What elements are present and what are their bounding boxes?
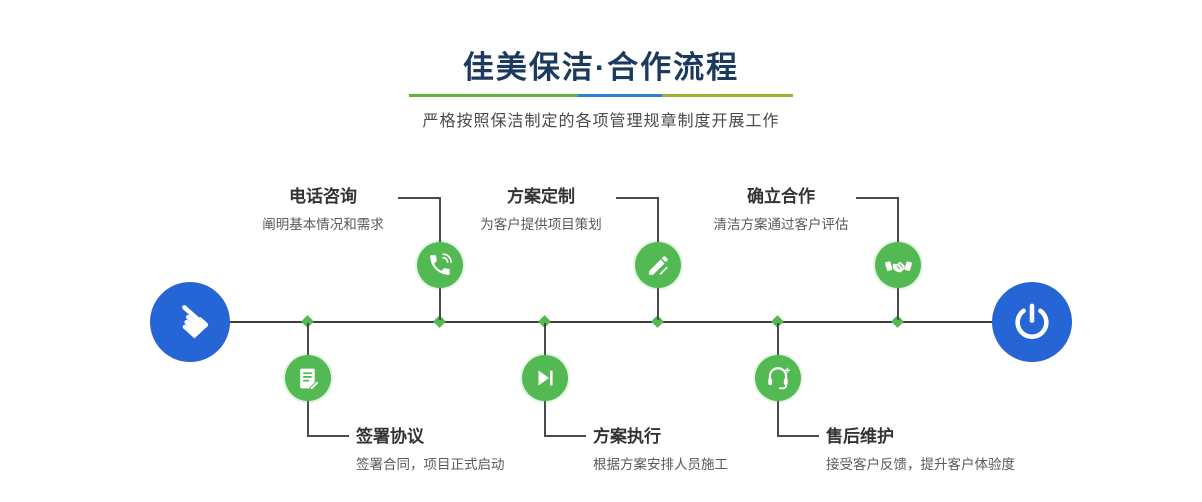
step-title: 签署协议 <box>356 427 424 446</box>
phone-icon <box>430 253 452 275</box>
step-description: 签署合同，项目正式启动 <box>356 457 505 472</box>
connector-line <box>439 197 441 243</box>
play-icon <box>538 370 553 386</box>
title-divider <box>409 94 793 97</box>
step-circle-contract <box>285 355 331 401</box>
step-phone: 电话咨询 阐明基本情况和需求 <box>248 186 398 234</box>
connector-line <box>657 287 659 320</box>
timeline-start-badge: ☚ <box>150 282 230 362</box>
step-title: 电话咨询 <box>289 187 357 206</box>
step-description: 接受客户反馈，提升客户体验度 <box>826 457 1015 472</box>
connector-line <box>307 323 309 356</box>
connector-line <box>856 197 897 199</box>
page-subtitle: 严格按照保洁制定的各项管理规章制度开展工作 <box>422 113 780 130</box>
step-plan: 方案定制 为客户提供项目策划 <box>466 186 616 234</box>
contract-icon <box>299 368 320 390</box>
connector-line <box>307 435 349 437</box>
step-execute: 方案执行 根据方案安排人员施工 <box>593 426 843 474</box>
connector-line <box>777 323 779 356</box>
step-circle-phone <box>417 242 463 288</box>
connector-line <box>398 197 439 199</box>
step-description: 根据方案安排人员施工 <box>593 457 728 472</box>
step-description: 为客户提供项目策划 <box>480 217 602 232</box>
connector-line <box>897 287 899 320</box>
divider-segment-olive <box>662 94 793 97</box>
timeline-line <box>190 321 1032 323</box>
step-title: 售后维护 <box>826 427 894 446</box>
connector-line <box>897 197 899 243</box>
step-contract: 签署协议 签署合同，项目正式启动 <box>356 426 606 474</box>
connector-line <box>777 435 819 437</box>
divider-segment-blue <box>577 94 663 97</box>
pencil-icon <box>648 255 668 275</box>
connector-line <box>544 399 546 436</box>
handshake-icon <box>884 260 912 272</box>
step-circle-cooperate <box>875 242 921 288</box>
step-circle-plan <box>635 242 681 288</box>
connector-line <box>616 197 657 199</box>
step-circle-support <box>755 355 801 401</box>
step-cooperate: 确立合作 清洁方案通过客户评估 <box>706 186 856 234</box>
connector-line <box>657 197 659 243</box>
page-title: 佳美保洁·合作流程 <box>462 50 740 85</box>
step-description: 阐明基本情况和需求 <box>262 217 384 232</box>
divider-segment-green <box>409 94 578 97</box>
headset-icon <box>768 367 791 390</box>
connector-line <box>307 399 309 436</box>
step-circle-execute <box>522 355 568 401</box>
step-title: 确立合作 <box>747 187 815 206</box>
step-description: 清洁方案通过客户评估 <box>713 217 849 232</box>
timeline-end-badge <box>992 282 1072 362</box>
connector-line <box>777 399 779 436</box>
connector-line <box>544 323 546 356</box>
connector-line <box>544 435 586 437</box>
step-title: 方案执行 <box>593 427 661 446</box>
pointing-hand-icon: ☚ <box>159 290 222 354</box>
step-support: 售后维护 接受客户反馈，提升客户体验度 <box>826 426 1076 474</box>
step-title: 方案定制 <box>507 187 575 206</box>
power-icon <box>1015 303 1049 339</box>
connector-line <box>439 287 441 320</box>
